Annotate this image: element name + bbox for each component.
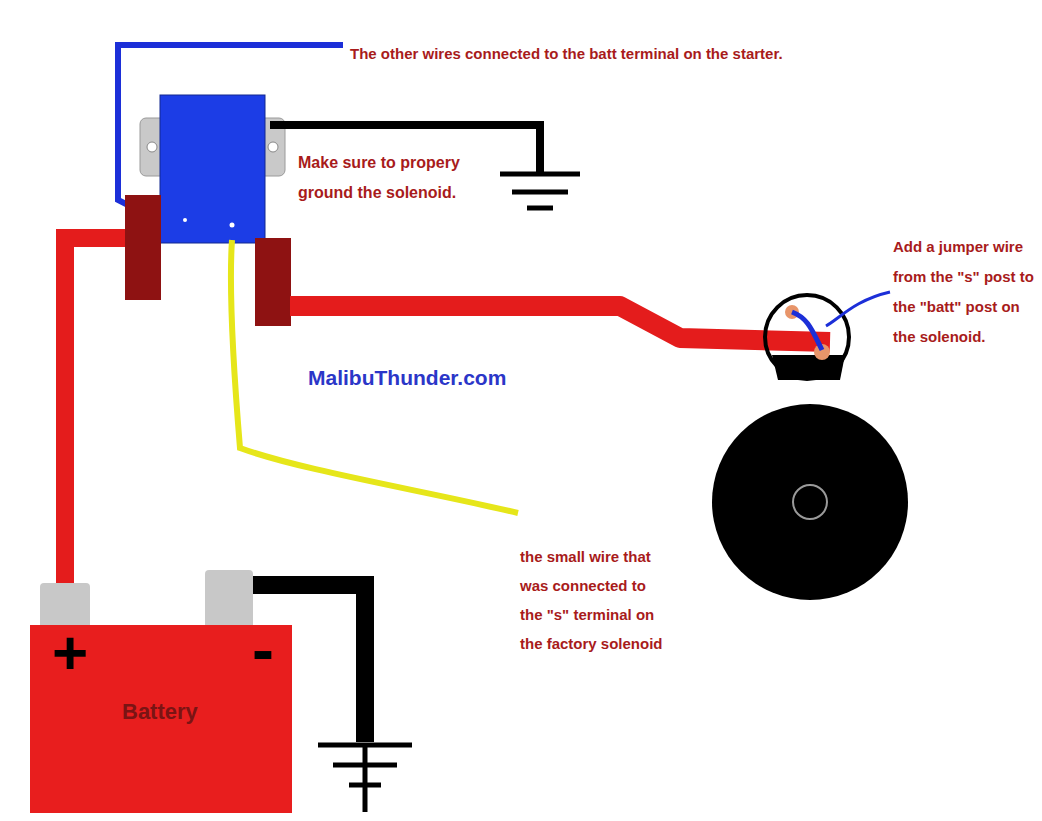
- negative-sign: -: [252, 611, 274, 687]
- terminal-dot: [183, 218, 187, 222]
- ground-symbol: [318, 745, 412, 812]
- starter-solenoid-neck: [772, 355, 845, 380]
- remote-solenoid: [160, 95, 265, 243]
- terminal-dot: [230, 223, 235, 228]
- solenoid-battery-terminal: [125, 195, 161, 300]
- watermark: MalibuThunder.com: [308, 364, 568, 392]
- solenoid-starter-terminal: [255, 238, 291, 326]
- mount-hole: [268, 142, 278, 152]
- ground-symbol: [500, 174, 580, 208]
- callout-note: Make sure to propery ground the solenoid…: [298, 148, 468, 208]
- battery-positive-cable: [65, 238, 135, 600]
- jumper-leader: [826, 292, 890, 326]
- starter-shaft: [793, 485, 827, 519]
- battery-name: Battery: [122, 699, 198, 725]
- mount-hole: [147, 142, 157, 152]
- battery-box: +-Battery: [30, 625, 292, 813]
- starter-solenoid-ring: [765, 295, 849, 379]
- callout-note: the small wire that was connected to the…: [520, 542, 670, 658]
- jumper-wire: [792, 312, 822, 350]
- starter-cable: [290, 306, 830, 342]
- starter-motor: [712, 404, 908, 600]
- positive-sign: +: [52, 617, 88, 688]
- callout-note: Add a jumper wire from the "s" post to t…: [893, 232, 1036, 352]
- callout-note: The other wires connected to the batt te…: [350, 36, 930, 72]
